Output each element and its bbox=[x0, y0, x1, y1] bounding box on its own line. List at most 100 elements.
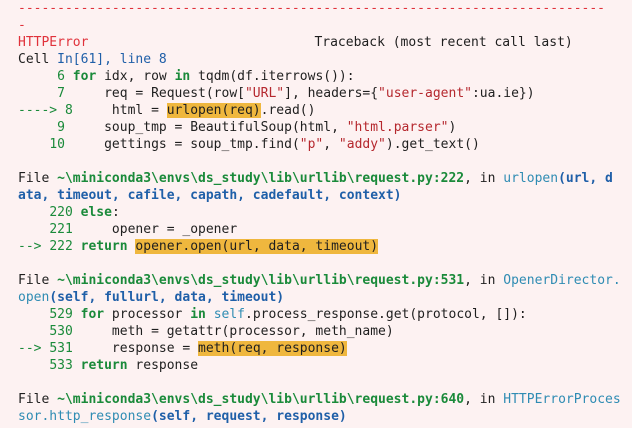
code-token: ).get_text() bbox=[385, 137, 480, 152]
code-token: response bbox=[127, 358, 199, 373]
in-word: , in bbox=[464, 392, 504, 407]
line-number: 533 bbox=[49, 358, 73, 373]
code-line: 533 return response bbox=[18, 357, 632, 374]
code-line: 220 else: bbox=[18, 204, 632, 221]
keyword: for bbox=[80, 307, 105, 322]
string-literal: "p" bbox=[299, 137, 324, 152]
function-signature: (self, request, response) bbox=[151, 409, 347, 424]
error-name: HTTPError bbox=[18, 35, 89, 50]
file-path: ~\miniconda3\envs\ds_study\lib\urllib\re… bbox=[57, 273, 465, 288]
separator-text: ----------------------------------------… bbox=[18, 1, 605, 16]
line-number: 530 bbox=[49, 324, 73, 339]
function-signature: (url, d bbox=[558, 171, 613, 186]
line-number: 221 bbox=[49, 222, 73, 237]
cell-reference: Cell In[61], line 8 bbox=[18, 51, 632, 68]
code-token: soup_tmp = BeautifulSoup(html, bbox=[72, 120, 347, 135]
line-gutter: 220 bbox=[18, 205, 81, 220]
line-number: 7 bbox=[57, 86, 65, 101]
line-number: 10 bbox=[49, 137, 65, 152]
string-literal: "user-agent" bbox=[378, 86, 472, 101]
code-line: 9 soup_tmp = BeautifulSoup(html, "html.p… bbox=[18, 119, 632, 136]
line-gutter: 221 bbox=[18, 222, 81, 237]
code-token: opener = _opener bbox=[80, 222, 238, 237]
code-token: gettings = soup_tmp.find( bbox=[72, 137, 300, 152]
line-gutter: 530 bbox=[18, 324, 81, 339]
current-line-arrow: --> bbox=[18, 239, 50, 254]
line-gutter: ----> 8 bbox=[18, 103, 81, 118]
spacer bbox=[18, 153, 632, 170]
keyword: for bbox=[72, 69, 97, 84]
frame-code-block: 529 for processor in self.process_respon… bbox=[18, 306, 632, 374]
line-number: 9 bbox=[57, 120, 65, 135]
frame-header-640: File ~\miniconda3\envs\ds_study\lib\urll… bbox=[18, 391, 632, 408]
function-name: urlopen bbox=[503, 171, 559, 186]
file-label: File bbox=[18, 392, 58, 407]
cell-ref: In[61], line 8 bbox=[57, 52, 167, 67]
line-gutter: 10 bbox=[18, 137, 73, 152]
file-path: ~\miniconda3\envs\ds_study\lib\urllib\re… bbox=[57, 392, 465, 407]
line-number: 220 bbox=[49, 205, 73, 220]
highlighted-expression: meth(req, response) bbox=[198, 341, 347, 356]
function-name: HTTPErrorProces bbox=[503, 392, 621, 407]
line-number: 6 bbox=[57, 69, 65, 84]
highlighted-expression: opener.open(url, data, timeout) bbox=[135, 239, 379, 254]
file-label: File bbox=[18, 171, 58, 186]
function-signature-cont: ata, timeout, cafile, capath, cadefault,… bbox=[18, 188, 402, 203]
code-line: 221 opener = _opener bbox=[18, 221, 632, 238]
code-line: 6 for idx, row in tqdm(df.iterrows()): bbox=[18, 68, 632, 85]
in-word: , in bbox=[464, 273, 504, 288]
line-number: 222 bbox=[49, 239, 73, 254]
code-token: ) bbox=[448, 120, 457, 135]
line-gutter: --> 222 bbox=[18, 239, 81, 254]
code-token: req = Request(row[ bbox=[72, 86, 245, 101]
code-token: html = bbox=[80, 103, 167, 118]
function-name: OpenerDirector. bbox=[503, 273, 621, 288]
function-name-cont: sor.http_response bbox=[18, 409, 152, 424]
string-literal: "addy" bbox=[338, 137, 386, 152]
code-line: 10 gettings = soup_tmp.find("p", "addy")… bbox=[18, 136, 632, 153]
code-token: processor bbox=[104, 307, 191, 322]
code-token: , bbox=[323, 137, 339, 152]
line-gutter: 529 bbox=[18, 307, 81, 322]
line-gutter: 9 bbox=[18, 120, 73, 135]
code-token: : bbox=[111, 205, 120, 220]
highlighted-expression: urlopen(req) bbox=[166, 103, 261, 118]
frame-header-222: File ~\miniconda3\envs\ds_study\lib\urll… bbox=[18, 170, 632, 187]
keyword: in bbox=[190, 307, 206, 322]
current-line-arrow: ----> bbox=[18, 103, 65, 118]
keyword: in bbox=[174, 69, 191, 84]
cell-code-block: 6 for idx, row in tqdm(df.iterrows()): 7… bbox=[18, 68, 632, 153]
keyword: else bbox=[80, 205, 112, 220]
separator-tail: - bbox=[18, 17, 632, 34]
line-gutter: 6 bbox=[18, 69, 73, 84]
line-gutter: 533 bbox=[18, 358, 81, 373]
code-line: 7 req = Request(row["URL"], headers={"us… bbox=[18, 85, 632, 102]
code-token: idx, row bbox=[96, 69, 175, 84]
spacer bbox=[18, 374, 632, 391]
frame-header-531: File ~\miniconda3\envs\ds_study\lib\urll… bbox=[18, 272, 632, 289]
function-name-cont: open bbox=[18, 290, 50, 305]
code-line: ----> 8 html = urlopen(req).read() bbox=[18, 102, 632, 119]
line-number: 531 bbox=[49, 341, 73, 356]
frame-code-block: 220 else: 221 opener = _opener--> 222 re… bbox=[18, 204, 632, 255]
line-gutter: --> 531 bbox=[18, 341, 81, 356]
line-gutter: 7 bbox=[18, 86, 73, 101]
cell-prefix: Cell bbox=[18, 52, 58, 67]
file-label: File bbox=[18, 273, 58, 288]
separator-tail-text: - bbox=[18, 18, 26, 33]
function-signature: (self, fullurl, data, timeout) bbox=[49, 290, 285, 305]
separator-line: ----------------------------------------… bbox=[18, 0, 632, 17]
keyword: return bbox=[80, 358, 128, 373]
code-token bbox=[206, 307, 214, 322]
code-token: .read() bbox=[260, 103, 316, 118]
spacer bbox=[18, 255, 632, 272]
code-token: ], headers={ bbox=[284, 86, 379, 101]
code-line: --> 222 return opener.open(url, data, ti… bbox=[18, 238, 632, 255]
frame-header-222-cont: ata, timeout, cafile, capath, cadefault,… bbox=[18, 187, 632, 204]
in-word: , in bbox=[464, 171, 504, 186]
string-literal: "URL" bbox=[244, 86, 285, 101]
code-token: self bbox=[213, 307, 245, 322]
frame-header-640-cont: sor.http_response(self, request, respons… bbox=[18, 408, 632, 425]
